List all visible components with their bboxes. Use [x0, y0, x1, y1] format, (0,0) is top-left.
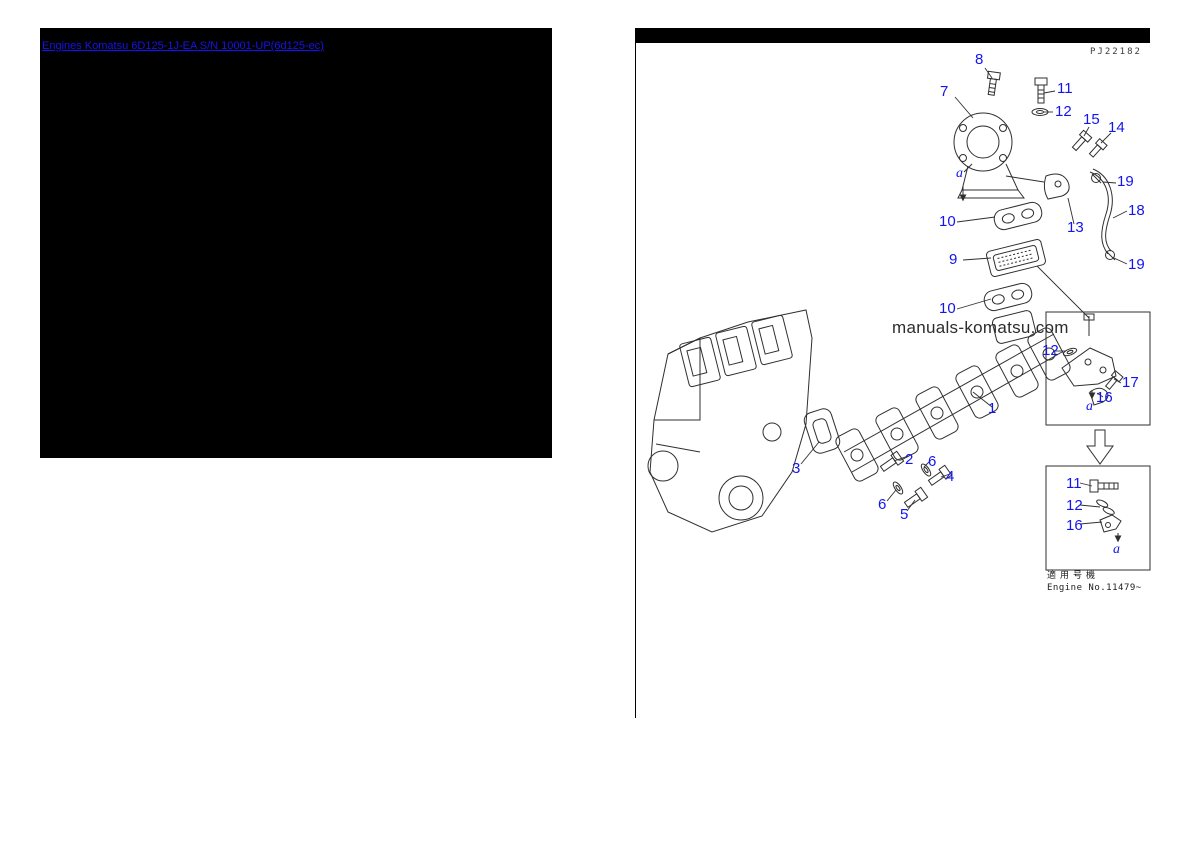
- callout-7[interactable]: 7: [940, 83, 949, 100]
- callout-6-right[interactable]: 6: [928, 453, 937, 470]
- callout-16-mid[interactable]: 16: [1096, 389, 1113, 406]
- callout-10-lower[interactable]: 10: [939, 300, 956, 317]
- callout-6-left[interactable]: 6: [878, 496, 887, 513]
- plate-code: PJ22182: [1090, 47, 1142, 57]
- callout-5[interactable]: 5: [900, 506, 909, 523]
- callout-3[interactable]: 3: [792, 460, 801, 477]
- callout-4[interactable]: 4: [946, 468, 955, 485]
- callout-12-top[interactable]: 12: [1055, 103, 1072, 120]
- callout-2[interactable]: 2: [905, 451, 914, 468]
- watermark: manuals-komatsu.com: [892, 318, 1069, 337]
- a-label-main: a: [956, 166, 963, 181]
- a-label-box1: a: [1086, 399, 1093, 414]
- callout-9[interactable]: 9: [949, 251, 958, 268]
- callout-14[interactable]: 14: [1108, 119, 1125, 136]
- callout-19-lower[interactable]: 19: [1128, 256, 1145, 273]
- manual-title-link[interactable]: Engines Komatsu 6D125-1J-EA S/N 10001-UP…: [42, 40, 324, 52]
- callout-17[interactable]: 17: [1122, 374, 1139, 391]
- callout-10-upper[interactable]: 10: [939, 213, 956, 230]
- callout-11-box[interactable]: 11: [1066, 475, 1082, 492]
- callout-18[interactable]: 18: [1128, 202, 1145, 219]
- callout-11-top[interactable]: 11: [1057, 80, 1073, 97]
- callout-12-mid[interactable]: 12: [1042, 342, 1059, 359]
- callout-13[interactable]: 13: [1067, 219, 1084, 236]
- applicability-en: Engine No.11479~: [1047, 583, 1142, 593]
- a-label-box2: a: [1113, 542, 1120, 557]
- callout-12-box[interactable]: 12: [1066, 497, 1083, 514]
- callout-19-upper[interactable]: 19: [1117, 173, 1134, 190]
- callout-8[interactable]: 8: [975, 51, 984, 68]
- parts-diagram-panel: [635, 28, 1150, 718]
- callout-1[interactable]: 1: [988, 400, 997, 417]
- applicability-note: 適用号機 Engine No.11479~: [1047, 568, 1142, 593]
- callout-15[interactable]: 15: [1083, 111, 1100, 128]
- callout-16-box[interactable]: 16: [1066, 517, 1083, 534]
- panel-header-bar: [636, 28, 1150, 43]
- left-black-panel: Engines Komatsu 6D125-1J-EA S/N 10001-UP…: [40, 28, 552, 458]
- applicability-jp: 適用号機: [1047, 571, 1100, 581]
